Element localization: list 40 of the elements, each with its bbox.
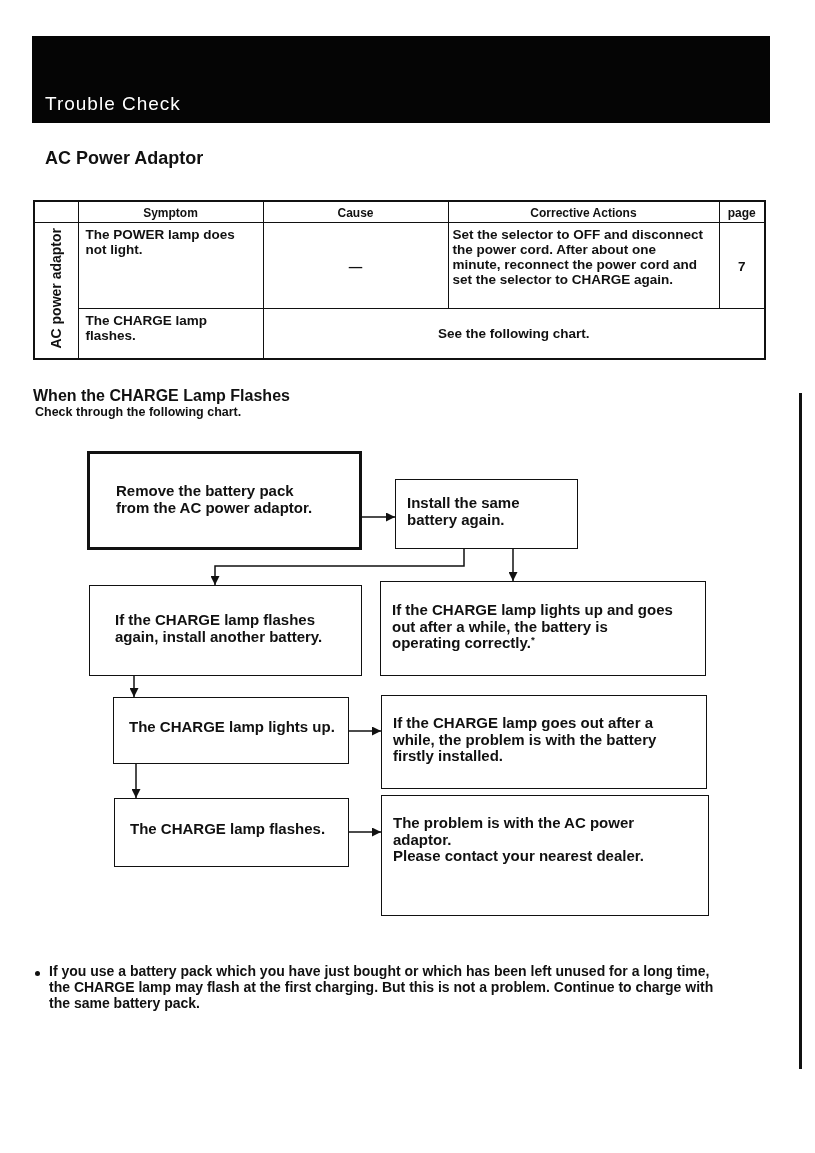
flow-arrow — [131, 763, 141, 799]
row-label: AC power adaptor — [48, 227, 65, 349]
flow-arrow — [348, 827, 382, 837]
symptom-text: The POWER lamp does not light. — [85, 227, 236, 257]
step-text: If the CHARGE lamp flashes again, install another battery. — [115, 612, 324, 645]
process-box — [381, 795, 709, 916]
step-text: If the CHARGE lamp goes out after a while, the problem is with the battery firstly installed. — [393, 715, 658, 765]
flow-arrow — [129, 675, 139, 698]
process-box — [380, 581, 706, 676]
column-header: page — [727, 206, 756, 220]
step-text: Please contact your nearest dealer. — [393, 848, 644, 865]
section-heading: When the CHARGE Lamp Flashes — [33, 387, 290, 406]
step-text: The CHARGE lamp flashes. — [130, 821, 326, 838]
process-box — [114, 798, 349, 867]
process-box — [89, 585, 362, 676]
process-box — [113, 697, 349, 764]
page-number: 7 — [738, 258, 746, 274]
page-title: Trouble Check — [45, 93, 181, 115]
column-header: Symptom — [143, 206, 198, 220]
step-text: The problem is with the AC power adaptor. — [393, 815, 636, 848]
footnote-text: If you use a battery pack which you have just bought or which has been left unused for a long time, the CHARGE lamp may flash at the first charging. But this is not a problem. Continue to charge with the same battery pack. — [49, 963, 715, 1011]
column-header: Corrective Actions — [530, 206, 637, 220]
flow-arrow — [508, 548, 518, 582]
step-text: If the CHARGE lamp lights up and goes out after a while, the battery is operating correctly.$^{*}$ — [392, 602, 674, 652]
intro-text: Check through the following chart. — [35, 405, 242, 420]
flow-arrow — [348, 726, 382, 736]
flow-arrow — [361, 512, 396, 522]
step-text: Install the same battery again. — [407, 495, 521, 528]
process-box — [381, 695, 707, 789]
process-box — [395, 479, 578, 549]
section-heading: AC Power Adaptor — [45, 148, 204, 169]
cause-text: — — [348, 258, 363, 274]
process-box — [87, 451, 362, 550]
column-header: Cause — [337, 206, 374, 220]
flow-arrow — [210, 548, 465, 586]
symptom-text: The CHARGE lamp flashes. — [85, 313, 208, 343]
step-text: The CHARGE lamp lights up. — [129, 719, 335, 736]
chart-reference: See the following chart. — [438, 326, 590, 342]
step-text: Remove the battery pack from the AC power adaptor. — [116, 483, 314, 516]
action-text: Set the selector to OFF and disconnect the power cord. After about one minute, reconnect the power cord and set the selector to CHARGE again. — [452, 227, 705, 287]
